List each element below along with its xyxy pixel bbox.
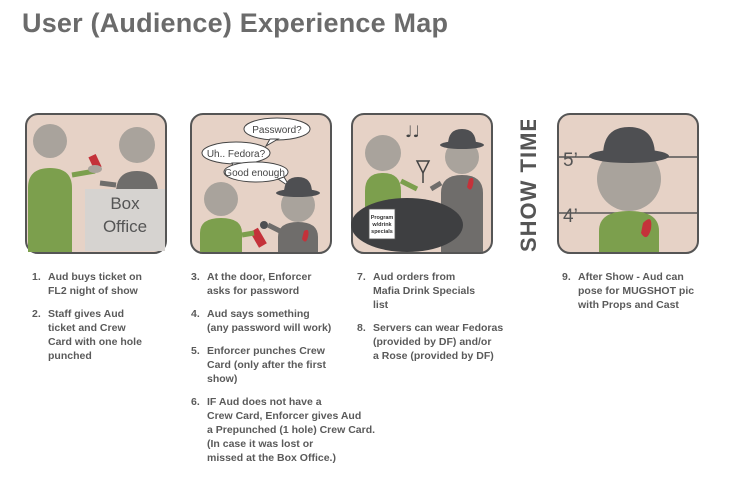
staff-head (119, 127, 155, 163)
step-number: 6. (191, 396, 200, 408)
step-text: After Show - Aud can pose for MUGSHOT pi… (578, 271, 695, 311)
steps-column-4: 9. After Show - Aud can pose for MUGSHOT… (562, 270, 722, 321)
program-label-2: w/drink (371, 222, 392, 228)
server-rose-icon (467, 177, 474, 190)
bubble-password: Password? (252, 125, 302, 136)
step-text: Enforcer punches Crew Card (only after t… (207, 345, 327, 385)
step-text: IF Aud does not have a Crew Card, Enforc… (207, 396, 376, 464)
step-text: Aud buys ticket on FL2 night of show (48, 271, 142, 297)
fedora-icon (284, 177, 312, 193)
step-text: Staff gives Aud ticket and Crew Card wit… (48, 308, 142, 362)
panel-box-office: Box Office (25, 113, 167, 254)
show-time-text: SHOW TIME! (516, 120, 541, 252)
cocktail-glass-icon (415, 160, 431, 175)
program-label-1: Program (371, 215, 394, 221)
step-item: 6. IF Aud does not have a Crew Card, Enf… (191, 395, 381, 465)
step-item: 2. Staff gives Aud ticket and Crew Card … (32, 307, 182, 363)
music-notes-icon: ♩♩ (405, 122, 420, 141)
step-text: Aud says something (any password will wo… (207, 308, 332, 334)
audience-body (200, 218, 242, 252)
step-number: 5. (191, 345, 200, 357)
crew-card-icon (250, 227, 267, 248)
bubble-good-enough: Good enough. (224, 168, 287, 179)
page-title: User (Audience) Experience Map (22, 8, 449, 38)
step-item: 4. Aud says something (any password will… (191, 307, 381, 335)
table (351, 198, 463, 252)
mugshot-rose-icon (641, 219, 652, 238)
steps-column-3: 7. Aud orders from Mafia Drink Specials … (357, 270, 517, 372)
bar-audience-head (365, 135, 401, 171)
mugshot-head (597, 147, 661, 211)
show-time-label: SHOW TIME! (512, 108, 542, 260)
step-number: 8. (357, 322, 366, 334)
height-label-5: 5’ (563, 150, 578, 171)
steps-column-1: 1. Aud buys ticket on FL2 night of show … (32, 270, 182, 372)
program-label-3: specials (371, 229, 393, 235)
step-number: 7. (357, 271, 366, 283)
customer-body (28, 168, 72, 252)
height-label-4: 4’ (563, 206, 578, 227)
customer-head (33, 124, 67, 158)
bubble-fedora: Uh.. Fedora? (207, 149, 266, 160)
audience-head (204, 182, 238, 216)
step-number: 9. (562, 271, 571, 283)
box-office-label-1: Box (110, 194, 140, 213)
step-text: Aud orders from Mafia Drink Specials lis… (373, 271, 476, 311)
step-number: 2. (32, 308, 41, 320)
panel-door-enforcer: Password? Uh.. Fedora? Good enough. (190, 113, 332, 254)
box-office-label-2: Office (103, 217, 147, 236)
step-number: 4. (191, 308, 200, 320)
hole-punch-icon (260, 221, 268, 229)
step-item: 7. Aud orders from Mafia Drink Specials … (357, 270, 517, 312)
step-text: Servers can wear Fedoras (provided by DF… (373, 322, 504, 362)
step-item: 3. At the door, Enforcer asks for passwo… (191, 270, 381, 298)
rose-icon (302, 229, 309, 242)
panel-bar: ♩♩ Program w/drink specials (351, 113, 493, 254)
server-fedora-icon (448, 129, 476, 145)
staff-body (116, 171, 158, 193)
box-office-counter (85, 189, 165, 251)
steps-column-2: 3. At the door, Enforcer asks for passwo… (191, 270, 381, 474)
step-item: 5. Enforcer punches Crew Card (only afte… (191, 344, 381, 386)
step-item: 1. Aud buys ticket on FL2 night of show (32, 270, 182, 298)
enforcer-body (278, 222, 318, 252)
step-text: At the door, Enforcer asks for password (207, 271, 312, 297)
step-number: 1. (32, 271, 41, 283)
drink-menu-card (368, 208, 396, 240)
step-number: 3. (191, 271, 200, 283)
panel-mugshot: 5’ 4’ (557, 113, 699, 254)
step-item: 9. After Show - Aud can pose for MUGSHOT… (562, 270, 722, 312)
mugshot-body (599, 211, 659, 252)
mugshot-fedora-icon (603, 127, 655, 156)
step-item: 8. Servers can wear Fedoras (provided by… (357, 321, 517, 363)
